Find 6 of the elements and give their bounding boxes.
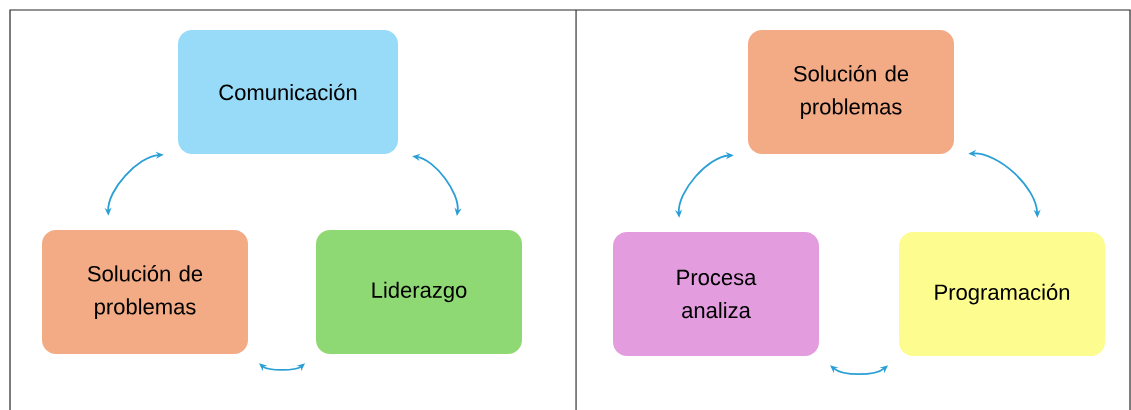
rounded-box: Liderazgo: [316, 230, 522, 354]
rounded-box: Solución de problemas: [748, 30, 954, 154]
rounded-box: Procesa analiza: [613, 232, 819, 356]
rounded-box: Solución de problemas: [42, 230, 248, 354]
rounded-box: Comunicación: [178, 30, 398, 154]
rounded-box: Programación: [899, 232, 1105, 356]
